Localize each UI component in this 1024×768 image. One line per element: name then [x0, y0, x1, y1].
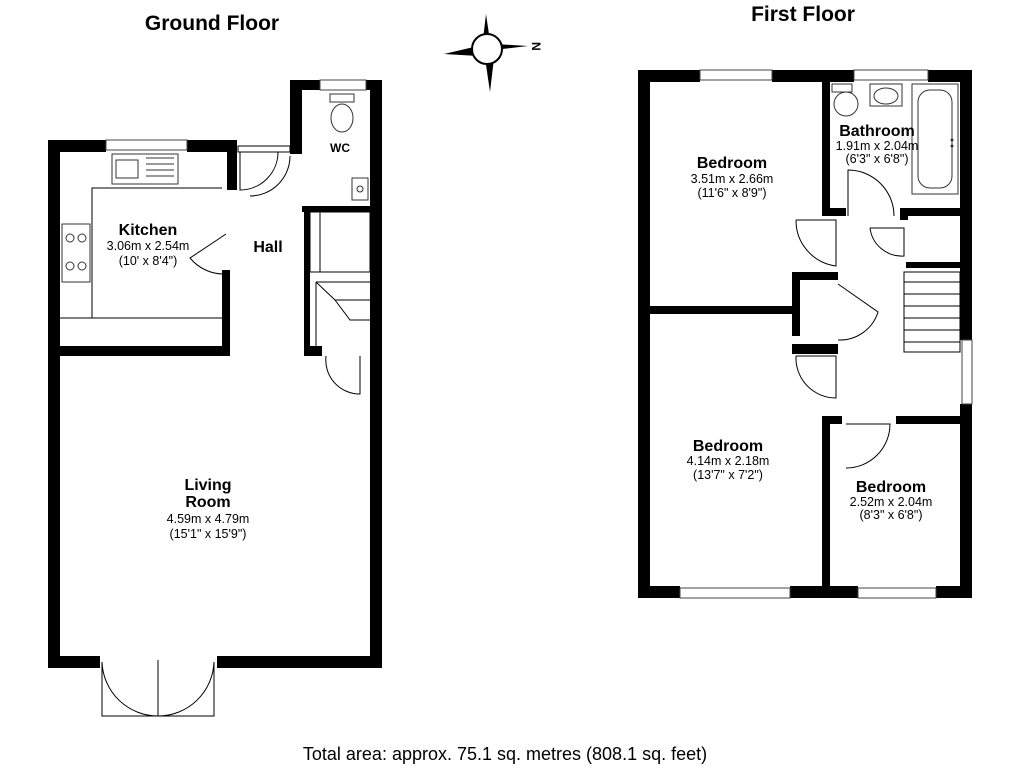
bedroom3-window: [857, 587, 937, 599]
room-imperial: (10' x 8'4"): [119, 254, 178, 268]
room-name: Bathroom: [839, 123, 915, 140]
bedroom1-label: Bedroom 3.51m x 2.66m (11'6" x 8'9"): [691, 155, 774, 200]
room-name: Bedroom: [693, 438, 763, 455]
hob-icon: [61, 223, 91, 283]
first-floor-walls: [638, 70, 972, 598]
hall-label: Hall: [253, 239, 282, 256]
first-floor-stairs: [903, 271, 961, 353]
bedroom3-label: Bedroom 2.52m x 2.04m (8'3" x 6'8"): [850, 479, 933, 522]
room-metric: 1.91m x 2.04m: [836, 139, 919, 153]
kitchen-label: Kitchen 3.06m x 2.54m (10' x 8'4"): [107, 222, 190, 268]
room-metric: 4.14m x 2.18m: [687, 454, 770, 468]
room-name: Bedroom: [856, 479, 926, 496]
wc-toilet-icon: [329, 93, 355, 133]
bedroom2-window: [679, 587, 791, 599]
bedroom1-window: [699, 69, 773, 81]
room-imperial: (13'7" x 7'2"): [693, 468, 763, 482]
room-imperial: (11'6" x 8'9"): [697, 186, 766, 200]
ground-floor-doors: [101, 151, 361, 717]
room-imperial: (8'3" x 6'8"): [860, 508, 923, 522]
room-name: Bedroom: [697, 155, 767, 172]
compass-icon: N: [444, 14, 543, 92]
landing-window: [961, 339, 973, 405]
bathroom-basin-icon: [869, 83, 903, 107]
compass-north-label: N: [529, 42, 543, 51]
room-metric: 3.06m x 2.54m: [107, 239, 190, 253]
wc-basin-icon: [351, 177, 369, 201]
living-room-label: Living Room 4.59m x 4.79m (15'1" x 15'9"…: [167, 477, 250, 541]
total-area-caption: Total area: approx. 75.1 sq. metres (808…: [303, 744, 707, 764]
bathtub-icon: [911, 83, 959, 195]
ground-floor-walls: [48, 80, 382, 668]
bathroom-toilet-icon: [831, 83, 859, 117]
bathroom-window: [853, 69, 929, 81]
room-name-line1: Living: [184, 477, 231, 494]
room-metric: 2.52m x 2.04m: [850, 495, 933, 509]
kitchen-window: [105, 139, 188, 151]
room-imperial: (6'3" x 6'8"): [846, 152, 909, 166]
bedroom2-label: Bedroom 4.14m x 2.18m (13'7" x 7'2"): [687, 438, 770, 482]
ground-floor-fixtures: [60, 145, 371, 346]
room-metric: 3.51m x 2.66m: [691, 172, 774, 186]
kitchen-sink-icon: [111, 153, 179, 185]
bathroom-label: Bathroom 1.91m x 2.04m (6'3" x 6'8"): [836, 123, 919, 166]
room-name-line2: Room: [185, 494, 230, 511]
room-imperial: (15'1" x 15'9"): [170, 527, 247, 541]
ground-floor-title: Ground Floor: [145, 12, 279, 35]
first-floor-title: First Floor: [751, 3, 855, 26]
first-floor-doors: [795, 169, 905, 469]
room-metric: 4.59m x 4.79m: [167, 512, 250, 526]
wc-window: [319, 79, 367, 91]
room-name: Kitchen: [119, 222, 178, 239]
wc-label: WC: [330, 141, 350, 155]
